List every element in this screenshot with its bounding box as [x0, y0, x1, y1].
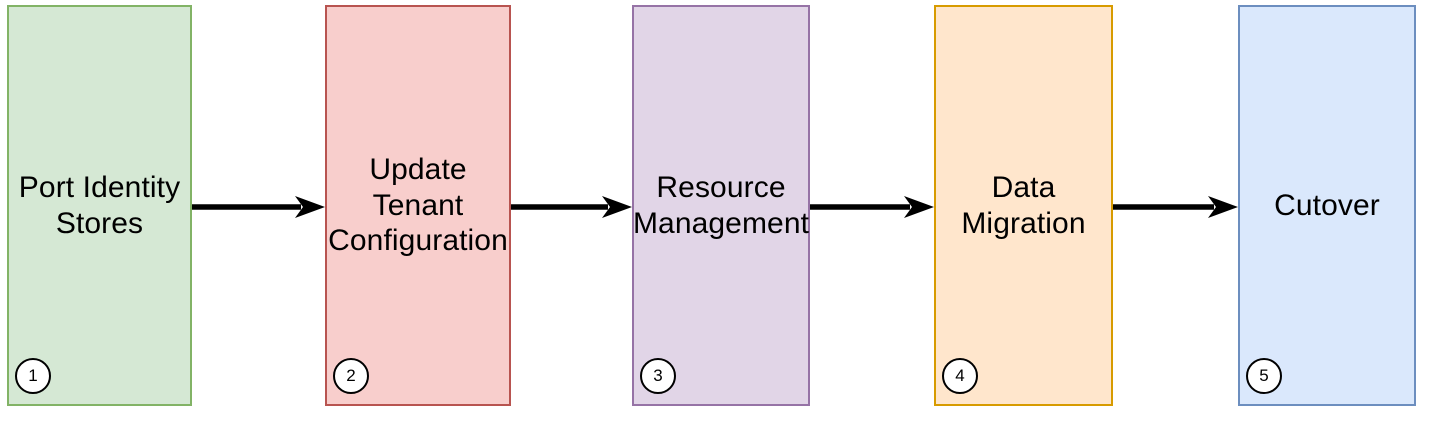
flow-node-cutover[interactable]: Cutover [1238, 5, 1416, 406]
step-badge-1: 1 [15, 358, 51, 394]
flow-node-label-line: Update [369, 153, 467, 187]
flow-node-label-line: Stores [55, 206, 144, 240]
step-badge-3: 3 [640, 358, 676, 394]
flow-node-label-line: Data [991, 171, 1056, 205]
flow-arrow-4-to-5 [1113, 192, 1238, 222]
flow-arrow-2-to-3 [511, 192, 632, 222]
flow-node-label-line: Management [632, 206, 810, 240]
flow-arrow-3-to-4 [810, 192, 934, 222]
flow-node-label-line: Cutover [1274, 188, 1380, 222]
flow-arrow-1-to-2 [192, 192, 325, 222]
flow-node-label: Cutover [1274, 188, 1380, 223]
step-badge-4: 4 [942, 358, 978, 394]
step-badge-5: 5 [1246, 358, 1282, 394]
flow-node-label-line: Resource [656, 171, 786, 205]
flow-node-label-line: Migration [961, 206, 1086, 240]
step-badge-2: 2 [333, 358, 369, 394]
flow-node-label-line: Port Identity [18, 171, 181, 205]
flow-node-label-line: Configuration [328, 224, 508, 258]
flow-node-label-line: Tenant [372, 188, 464, 222]
